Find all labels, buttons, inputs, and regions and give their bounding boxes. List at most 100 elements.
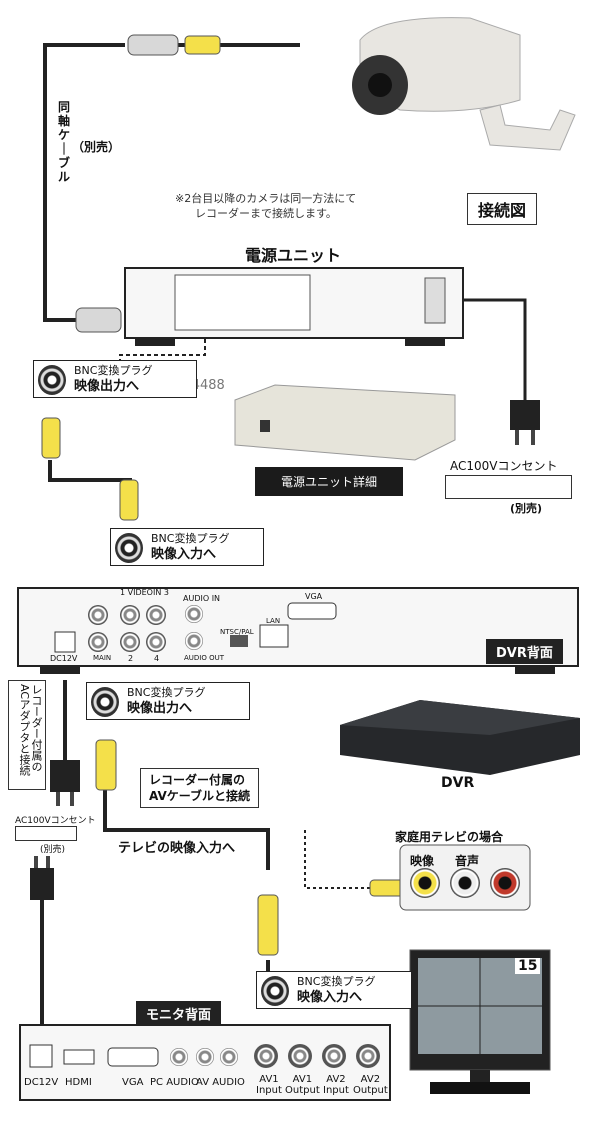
port-direction: Input [323,1085,349,1096]
dvr-videoin-label: 1 VIDEOIN 3 [120,588,169,597]
dvr-bnc-port [120,605,140,625]
coax-bnc-plug-top [127,34,179,56]
note-line-2: レコーダーまで接続します。 [195,207,337,220]
camera-illustration [352,17,576,151]
psu-title: 電源ユニット [245,246,342,265]
callout-bnc-label: BNC変換プラグ [297,975,376,988]
dvr-lan-port [259,624,289,648]
monitor-av1-input-port [254,1044,278,1068]
coax-label-char: ケ [58,128,71,142]
monitor-av1-output-port [288,1044,312,1068]
ac-outlet-small [15,826,77,841]
monitor-rear-title: モニタ背面 [136,1001,222,1026]
adapter-callout: レコーダー付属のACアダプタと接続 [8,680,46,790]
note-line-1: ※2台目以降のカメラは同一方法にて [175,192,357,205]
port-direction: Output [285,1085,320,1096]
callout-video-in: 映像入力へ [151,547,217,562]
coax-sold-separately: （別売） [72,140,121,154]
outlet-small-sold-separately: (別売) [40,845,66,855]
ac-plug-psu [510,400,540,430]
dvr-photo [340,700,580,775]
ac-outlet-small-label: AC100Vコンセント [15,816,96,826]
monitor-av2-output-port [356,1044,380,1068]
dvr-bnc-port [120,632,140,652]
dvr-vga-label: VGA [305,592,323,601]
dvr-bnc-port [88,605,108,625]
monitor-dc-jack [29,1044,53,1068]
mon-dc12v-label: DC12V [24,1077,59,1088]
yellow-plug-3 [95,739,117,791]
coax-cable-label: 同 軸 ケ ｜ ブ ル [58,100,72,184]
port-name: AV2 [326,1074,346,1085]
monitor-screen-number: 15 [515,958,541,974]
bnc-plug-icon [261,976,289,1006]
dvr-audio-out-label: AUDIO OUT [184,654,225,662]
port-name: AV1 [292,1074,313,1085]
outlet-sold-separately: (別売) [510,502,543,515]
bnc-plug-icon [91,687,119,717]
psu-photo [234,384,456,461]
bnc-callout-dvr-in: BNC変換プラグ 映像入力へ [110,528,264,566]
mon-hdmi-label: HDMI [65,1077,92,1088]
callout-video-in: 映像入力へ [297,990,363,1005]
callout-bnc-label: BNC変換プラグ [151,532,230,545]
tv-video-jack [410,868,440,898]
tv-audio-jack [450,868,480,898]
dvr-audio-in-label: AUDIO IN [183,594,221,603]
coax-label-char: ル [58,170,71,184]
yellow-plug-2 [119,479,139,521]
coax-label-char: ｜ [58,142,71,156]
dvr-audio-port [185,605,203,623]
dvr-label: DVR [441,775,475,791]
diagram-title: 接続図 [467,193,538,225]
dvr-ntsc-switch [230,635,248,647]
video-cable-2 [103,790,270,870]
tv-audio-label: 音声 [455,854,480,868]
coax-label-char: 同 [58,100,71,114]
monitor-av2-input-port [322,1044,346,1068]
mon-vga-label: VGA [122,1077,144,1088]
bnc-callout-monitor-in: BNC変換プラグ 映像入力へ [256,971,412,1009]
bnc-callout-dvr-out: BNC変換プラグ 映像出力へ [86,682,250,720]
port-name: AV1 [259,1074,279,1085]
av-cable-line-1: レコーダー付属の [149,773,246,787]
dvr-audio-port [185,632,203,650]
port-direction: Input [256,1085,282,1096]
monitor-av-audio-port [220,1048,238,1066]
port-name: AV2 [360,1074,381,1085]
av-cable-callout: レコーダー付属の AVケーブルと接続 [140,768,260,808]
av-cable-line-2: AVケーブルと接続 [149,789,251,803]
port-direction: Output [353,1085,388,1096]
dvr-bnc-port [146,632,166,652]
coax-yellow-adapter [184,35,221,55]
mon-av-audio-label: AV AUDIO [196,1077,245,1088]
coax-bnc-plug-bottom [75,307,122,333]
dvr-lan-label: LAN [266,617,281,625]
tv-video-in-label: テレビの映像入力へ [118,841,236,856]
adapter-line-2: ACアダプタと接続 [18,684,31,777]
dvr-bnc-port [88,632,108,652]
yellow-plug-1 [41,417,61,459]
bnc-plug-icon [38,365,66,395]
dvr-ntsc-label: NTSC/PAL [220,628,254,636]
coax-label-char: 軸 [58,114,71,128]
dvr-2-label: 2 [128,654,134,663]
dvr-vga-port [287,602,337,620]
callout-video-out: 映像出力へ [74,379,140,394]
monitor-pc-audio-port [170,1048,188,1066]
monitor-vga-port [107,1047,159,1067]
tv-video-label: 映像 [410,854,435,868]
dvr-rear-panel [17,587,579,667]
dvr-4-label: 4 [154,654,160,663]
monitor-hdmi-port [63,1049,95,1065]
yellow-plug-4 [257,894,279,956]
psu-detail-button[interactable]: 電源ユニット詳細 [255,467,404,496]
tv-audio-jack-red [490,868,520,898]
dvr-main-label: MAIN [93,654,112,662]
bnc-callout-psu: BNC変換プラグ 映像出力へ [33,360,197,398]
